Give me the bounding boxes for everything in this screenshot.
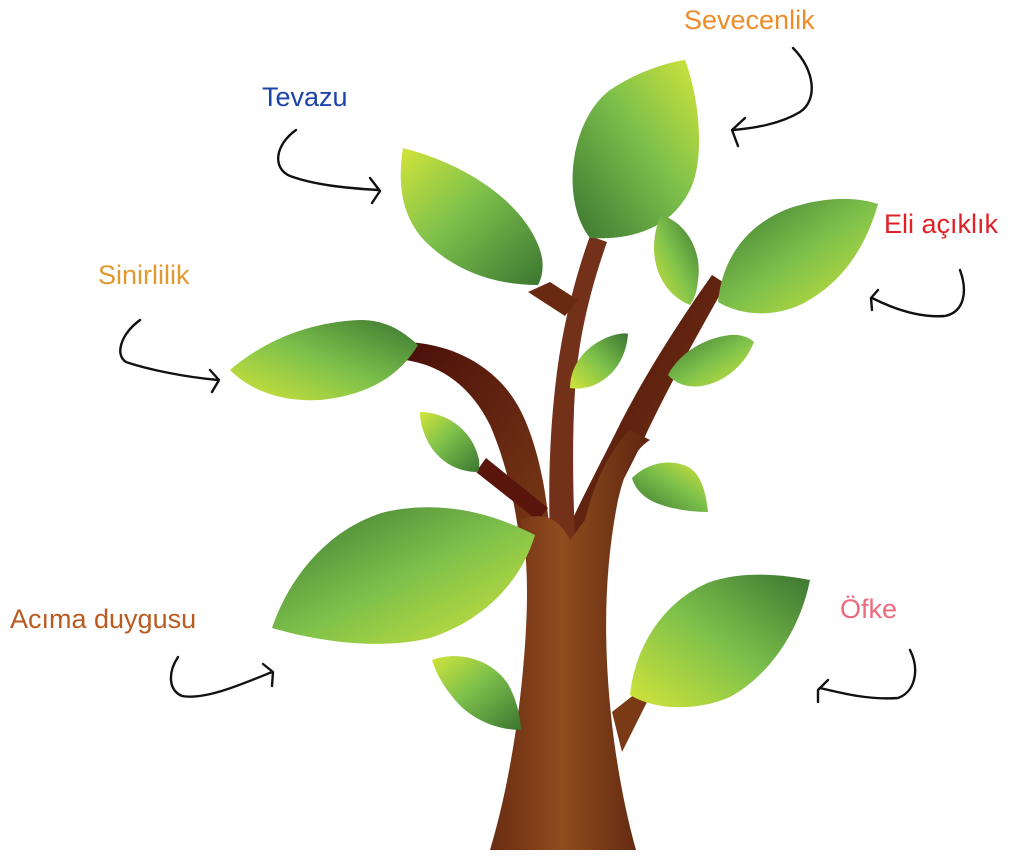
leaf-small-top-right xyxy=(654,215,699,305)
arrow-eli-aciklik xyxy=(869,268,965,318)
branch-top xyxy=(549,236,607,540)
label-ofke: Öfke xyxy=(840,594,898,624)
label-tevazu: Tevazu xyxy=(262,82,348,112)
leaf-sevecenlik xyxy=(572,60,700,239)
label-acima-duygusu: Acıma duygusu xyxy=(10,604,197,634)
leaf-eli-aciklik xyxy=(718,198,878,314)
leaf-small-left xyxy=(420,412,480,472)
branch-small-left xyxy=(476,458,548,521)
arrows xyxy=(119,46,965,704)
arrow-acima-duygusu xyxy=(169,655,275,698)
branch-ofke xyxy=(612,690,648,752)
label-sevecenlik: Sevecenlik xyxy=(684,5,815,35)
arrow-sevecenlik xyxy=(730,46,813,148)
leaf-ofke xyxy=(630,574,810,708)
label-eli-aciklik: Eli açıklık xyxy=(884,209,999,239)
arrow-tevazu xyxy=(276,128,382,205)
leaf-acima-duygusu xyxy=(272,507,535,644)
label-sinirlilik: Sinirlilik xyxy=(98,260,190,290)
leaf-small-lower-left xyxy=(432,656,521,730)
leaf-sinirlilik xyxy=(230,320,418,401)
leaf-small-right-mid xyxy=(668,334,754,387)
arrow-sinirlilik xyxy=(119,318,221,394)
leaf-small-right-low xyxy=(632,462,708,512)
branch-tevazu xyxy=(528,282,578,316)
leaf-tevazu xyxy=(400,148,543,285)
leaves xyxy=(230,60,878,730)
arrow-ofke xyxy=(816,648,917,704)
leaf-small-center xyxy=(570,333,628,389)
